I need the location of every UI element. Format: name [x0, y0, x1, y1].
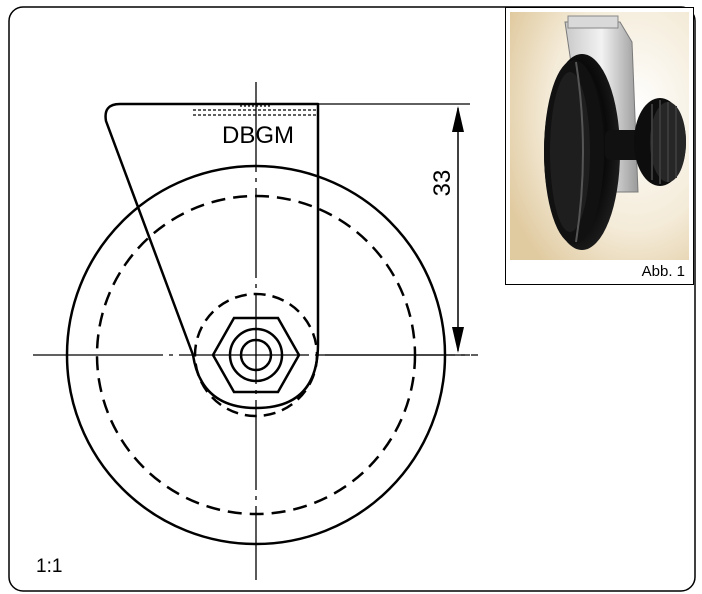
scale-label: 1:1 [36, 556, 63, 577]
dimension-text: 33 [429, 170, 456, 197]
dimension-arrow-bottom [452, 327, 464, 353]
bracket-outline [104, 102, 320, 410]
photo-frame: Abb. 1 [505, 7, 694, 285]
dimension-arrow-top [452, 106, 464, 132]
drawing-frame [8, 6, 696, 592]
dbgm-label: DBGM [222, 122, 294, 149]
caster-wheel-image [510, 12, 689, 260]
photo-caption: Abb. 1 [641, 263, 685, 280]
caster-photo [510, 12, 689, 260]
